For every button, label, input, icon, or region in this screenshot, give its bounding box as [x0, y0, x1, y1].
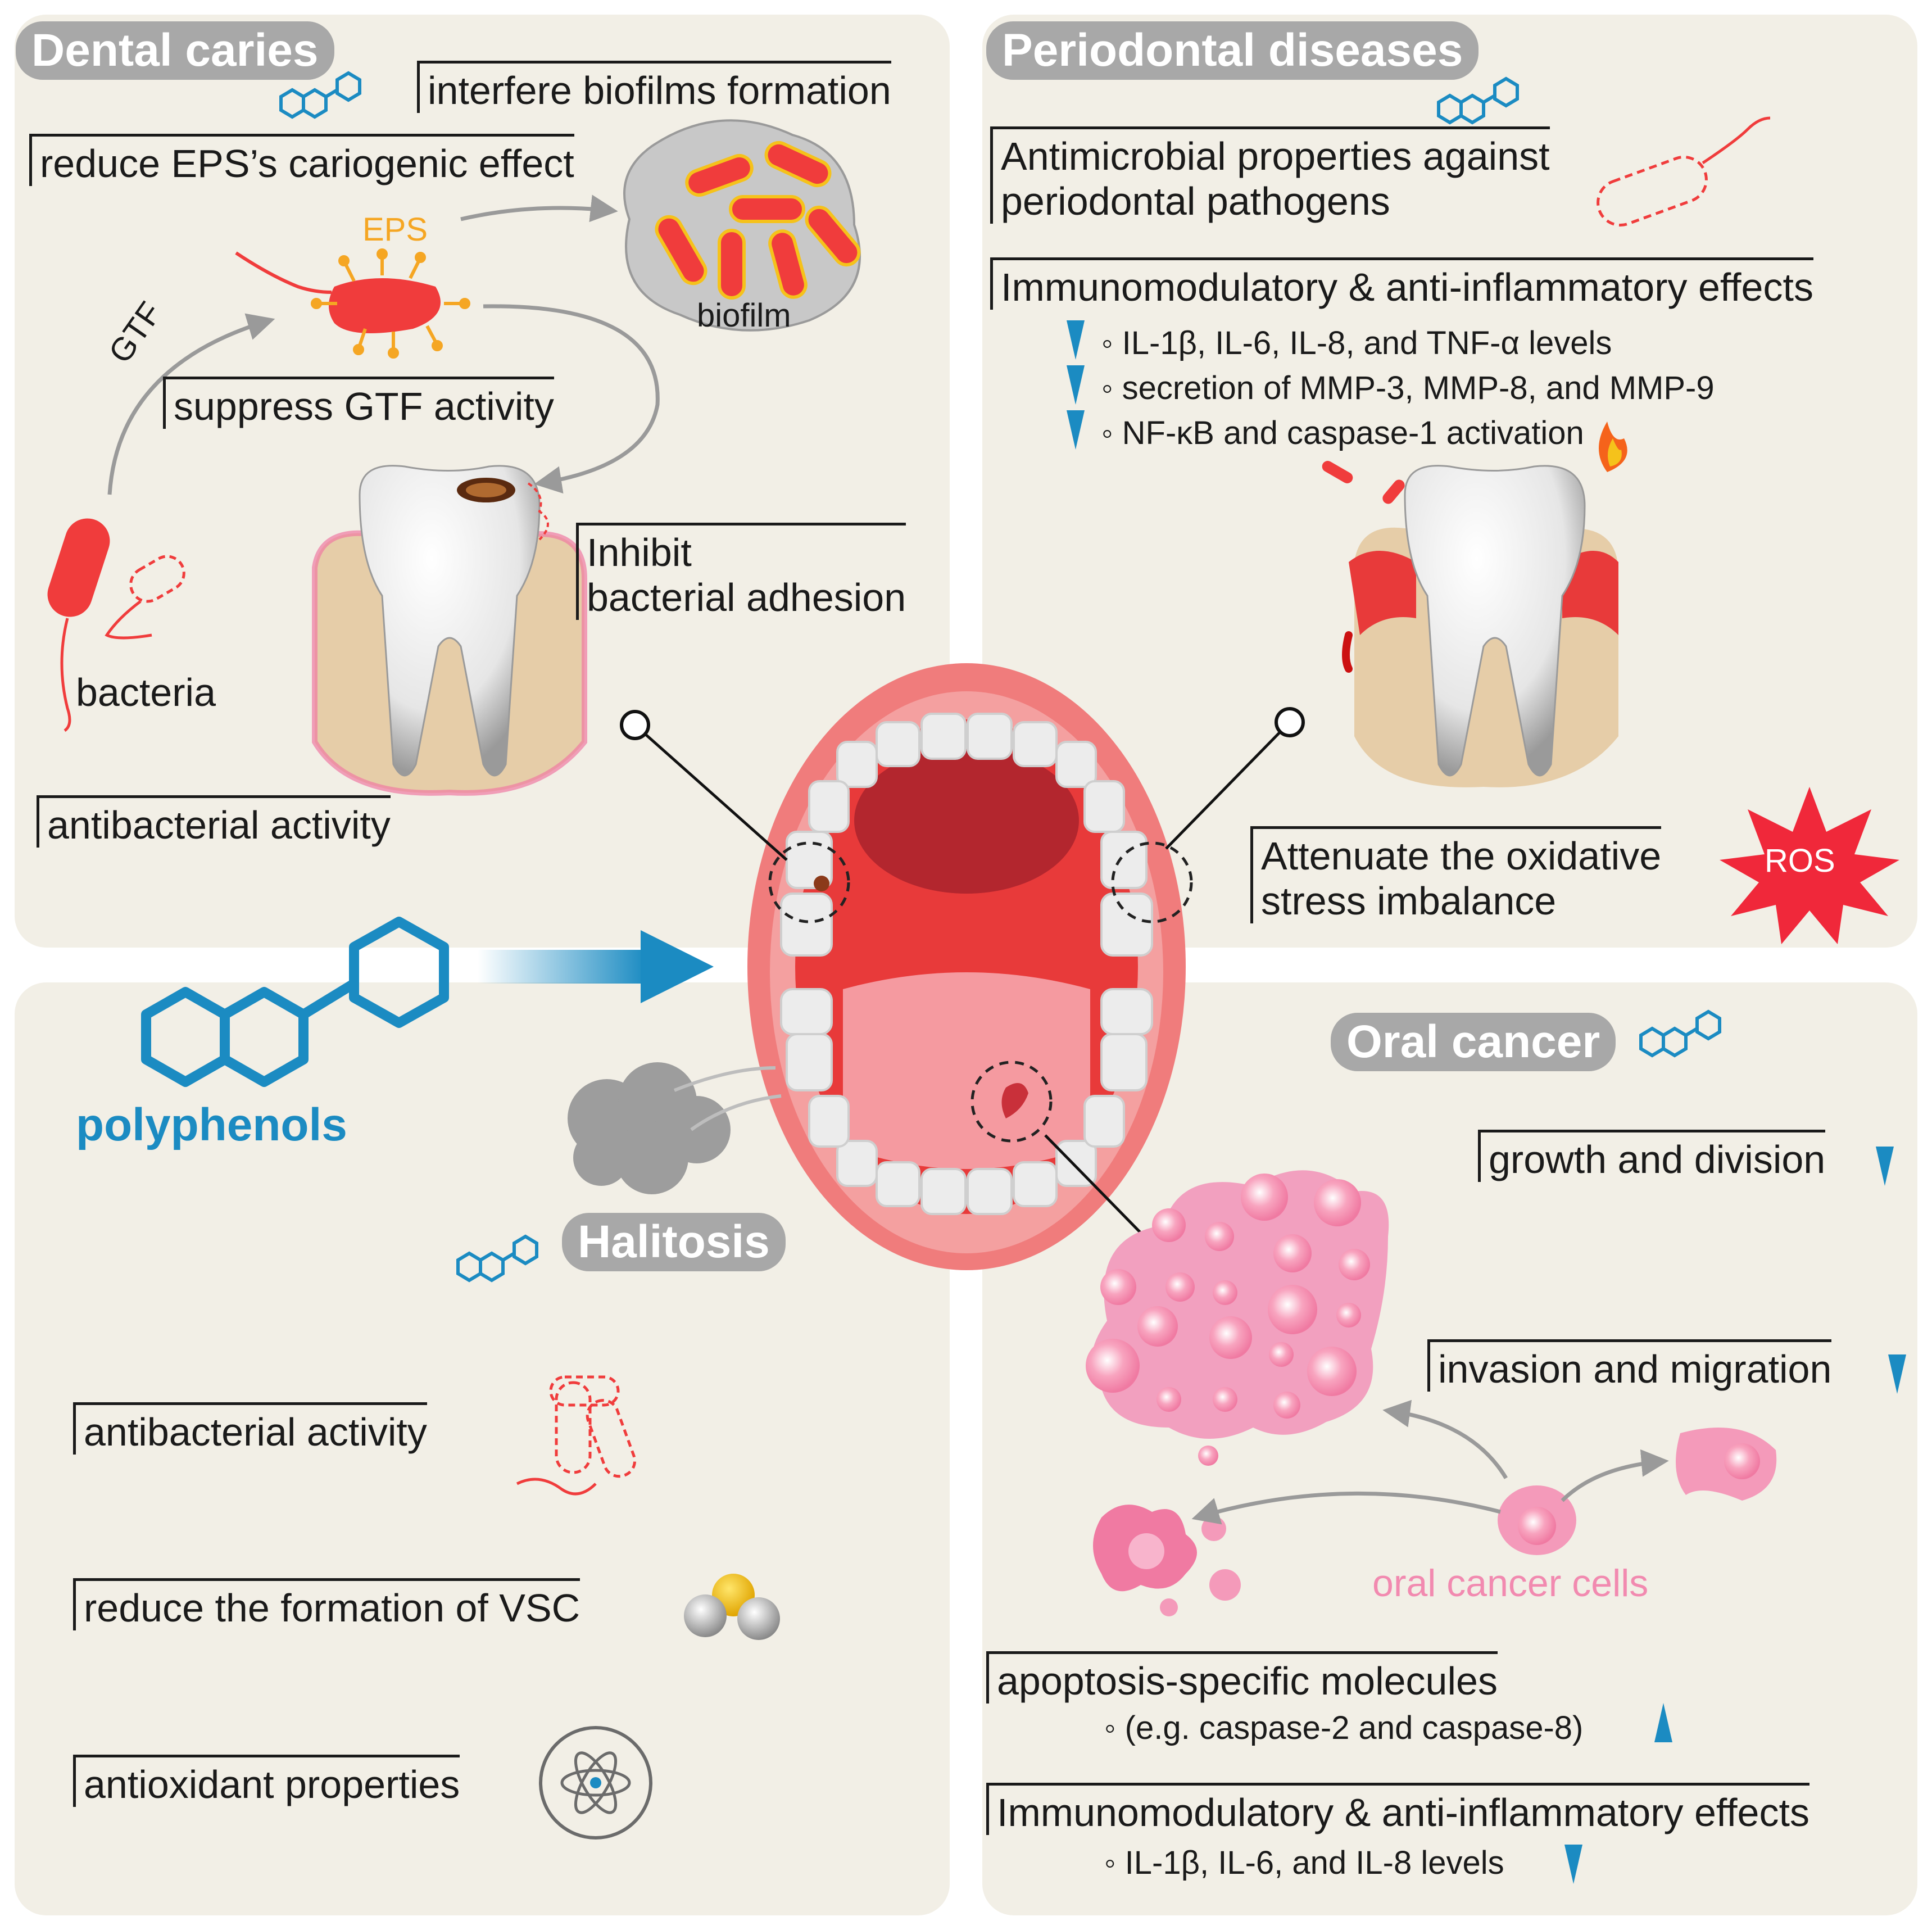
- inhibit-label: Inhibit bacterial adhesion: [576, 523, 906, 620]
- inflamed-tooth-icon: [1322, 422, 1627, 787]
- mouth-icon: [747, 663, 1193, 1270]
- down-arrow-icon: [1876, 1147, 1894, 1186]
- oxidative-label: Attenuate the oxidative stress imbalance: [1250, 826, 1662, 923]
- halitosis-bacteria-icon: [549, 1375, 637, 1478]
- apoptosis-label: apoptosis-specific molecules: [986, 1651, 1498, 1704]
- inhibit-line-1: Inhibit: [587, 531, 692, 574]
- atom-icon: [539, 1726, 652, 1840]
- halitosis-antibacterial-label: antibacterial activity: [73, 1402, 427, 1455]
- eps-bacterium-icon: [235, 248, 470, 359]
- caries-antibacterial-label: antibacterial activity: [37, 795, 391, 848]
- ros-label: ROS: [1765, 842, 1835, 879]
- tumor-cluster-icon: [1086, 1170, 1389, 1466]
- oxidative-line-2: stress imbalance: [1261, 879, 1557, 923]
- inhibit-line-2: bacterial adhesion: [587, 576, 906, 619]
- biofilm-label: biofilm: [697, 297, 791, 334]
- apoptosis-sub-label: ◦ (e.g. caspase-2 and caspase-8): [1104, 1710, 1584, 1746]
- interfere-label: interfere biofilms formation: [417, 61, 891, 113]
- tooth-icon: [312, 465, 587, 796]
- perio-immuno-label: Immunomodulatory & anti-inflammatory eff…: [990, 257, 1813, 310]
- perio-bullet-2: ◦ secretion of MMP-3, MMP-8, and MMP-9: [1101, 370, 1715, 406]
- periodontal-title: Periodontal diseases: [986, 21, 1479, 80]
- perio-bullet-3: ◦ NF-κB and caspase-1 activation: [1101, 415, 1584, 451]
- halitosis-title: Halitosis: [562, 1213, 786, 1271]
- down-arrow-icon: [1888, 1354, 1906, 1394]
- cancer-immuno-sub-label: ◦ IL-1β, IL-6, and IL-8 levels: [1104, 1845, 1504, 1881]
- antimicrobial-label: Antimicrobial properties against periodo…: [990, 126, 1550, 224]
- eps-label: EPS: [362, 211, 428, 248]
- dental-caries-title: Dental caries: [16, 21, 334, 80]
- vsc-label: reduce the formation of VSC: [73, 1578, 580, 1630]
- down-arrow-icon: [1564, 1845, 1582, 1884]
- oxidative-line-1: Attenuate the oxidative: [1261, 834, 1662, 878]
- biofilm-icon: [623, 119, 861, 332]
- periodontal-bacterium-icon: [1597, 116, 1771, 227]
- cancer-immuno-label: Immunomodulatory & anti-inflammatory eff…: [986, 1783, 1809, 1835]
- antimicrobial-line-1: Antimicrobial properties against: [1001, 134, 1550, 178]
- polyphenol-molecule-icon: [141, 917, 449, 1087]
- polyphenols-label: polyphenols: [76, 1099, 347, 1150]
- bacteria-icon: [47, 518, 185, 732]
- cloud-icon: [568, 1062, 731, 1194]
- up-arrow-icon: [1654, 1703, 1672, 1742]
- oral-cancer-title: Oral cancer: [1331, 1013, 1616, 1071]
- bacteria-label: bacteria: [76, 670, 216, 714]
- ros-star-icon: [1720, 787, 1899, 944]
- cancer-cells-icon: [1093, 1428, 1777, 1616]
- growth-label: growth and division: [1478, 1130, 1826, 1182]
- antimicrobial-line-2: periodontal pathogens: [1001, 179, 1390, 223]
- arrow-icon: [641, 930, 714, 1003]
- down-arrow-icon: [1067, 320, 1085, 450]
- vsc-molecule-icon: [684, 1574, 780, 1640]
- cancer-cells-label: oral cancer cells: [1372, 1562, 1649, 1605]
- antioxidant-label: antioxidant properties: [73, 1755, 460, 1807]
- perio-bullet-1: ◦ IL-1β, IL-6, IL-8, and TNF-α levels: [1101, 325, 1612, 361]
- reduce-eps-label: reduce EPS’s cariogenic effect: [29, 134, 574, 186]
- suppress-gtf-label: suppress GTF activity: [163, 377, 554, 429]
- invasion-label: invasion and migration: [1427, 1339, 1832, 1392]
